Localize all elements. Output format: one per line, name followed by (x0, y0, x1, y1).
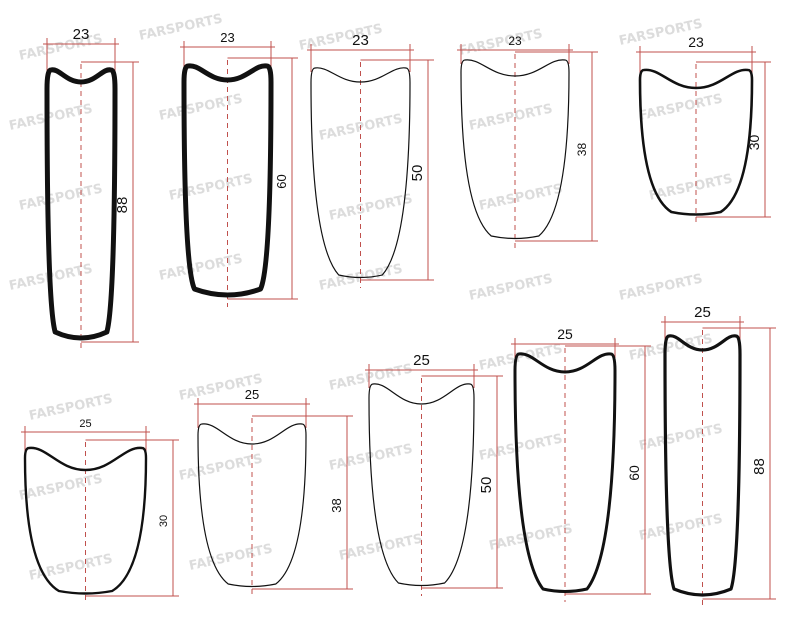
watermark-text: FARSPORTS (638, 92, 724, 124)
watermark-text: FARSPORTS (18, 182, 104, 214)
rim-profile-23x38: 23 38 (457, 34, 598, 249)
depth-label: 50 (409, 165, 426, 182)
depth-label: 30 (746, 135, 762, 151)
width-label: 23 (220, 30, 234, 45)
depth-label: 88 (751, 458, 768, 475)
watermark-text: FARSPORTS (138, 12, 224, 44)
depth-label: 30 (158, 515, 170, 527)
watermark-text: FARSPORTS (328, 192, 414, 224)
profiles-layer: 23 88 23 60 23 50 23 38 23 30 25 30 25 38 25 50 25 60 25 88 (21, 26, 776, 607)
width-label: 23 (688, 34, 704, 50)
watermark-text: FARSPORTS (618, 272, 704, 304)
rim-profile-outline (44, 67, 118, 341)
rim-profile-outline (638, 68, 754, 216)
rim-profile-25x88: 25 88 (661, 304, 776, 607)
watermark-text: FARSPORTS (158, 92, 244, 124)
rim-profile-outline (460, 59, 570, 240)
rim-profile-23x88: 23 88 (43, 26, 139, 350)
watermark-text: FARSPORTS (28, 392, 114, 424)
watermark-text: FARSPORTS (158, 252, 244, 284)
rim-profile-25x60: 25 60 (511, 326, 651, 602)
rim-profile-25x30: 25 30 (21, 418, 179, 604)
watermark-text: FARSPORTS (488, 522, 574, 554)
width-label: 25 (694, 304, 711, 321)
rim-profile-25x38: 25 38 (194, 387, 353, 597)
width-label: 25 (413, 352, 430, 369)
rim-profile-outline (663, 334, 742, 597)
width-label: 23 (508, 34, 522, 48)
depth-label: 60 (626, 465, 642, 481)
watermark-text: FARSPORTS (328, 362, 414, 394)
depth-label: 38 (575, 143, 589, 157)
width-label: 23 (73, 26, 90, 43)
rim-profile-outline (197, 423, 307, 588)
watermark-text: FARSPORTS (478, 432, 564, 464)
watermark-text: FARSPORTS (638, 512, 724, 544)
watermark-text: FARSPORTS (18, 32, 104, 64)
watermark-text: FARSPORTS (458, 27, 544, 59)
watermark-text: FARSPORTS (468, 272, 554, 304)
watermark-text: FARSPORTS (168, 172, 254, 204)
rim-profile-23x60: 23 60 (180, 30, 298, 307)
rim-profile-outline (181, 63, 274, 298)
watermark-text: FARSPORTS (338, 532, 424, 564)
width-label: 23 (352, 32, 369, 49)
depth-label: 60 (274, 174, 289, 188)
width-label: 25 (79, 418, 91, 430)
depth-label: 50 (478, 477, 495, 494)
rim-profile-23x50: 23 50 (307, 32, 434, 288)
watermark-text: FARSPORTS (478, 182, 564, 214)
rim-profile-outline (368, 383, 475, 587)
rim-profile-25x50: 25 50 (365, 352, 503, 596)
depth-label: 38 (329, 498, 344, 512)
rim-profile-outline (310, 67, 411, 279)
watermark-text: FARSPORTS (188, 542, 274, 574)
width-label: 25 (245, 387, 259, 402)
rim-profile-outline (23, 446, 148, 595)
watermark-text: FARSPORTS (638, 422, 724, 454)
watermark-text: FARSPORTS (178, 452, 264, 484)
rim-profile-outline (513, 352, 617, 593)
depth-label: 88 (114, 197, 131, 214)
width-label: 25 (557, 326, 573, 342)
watermark-text: FARSPORTS (468, 102, 554, 134)
rim-profile-23x30: 23 30 (636, 34, 771, 225)
watermark-text: FARSPORTS (18, 472, 104, 504)
